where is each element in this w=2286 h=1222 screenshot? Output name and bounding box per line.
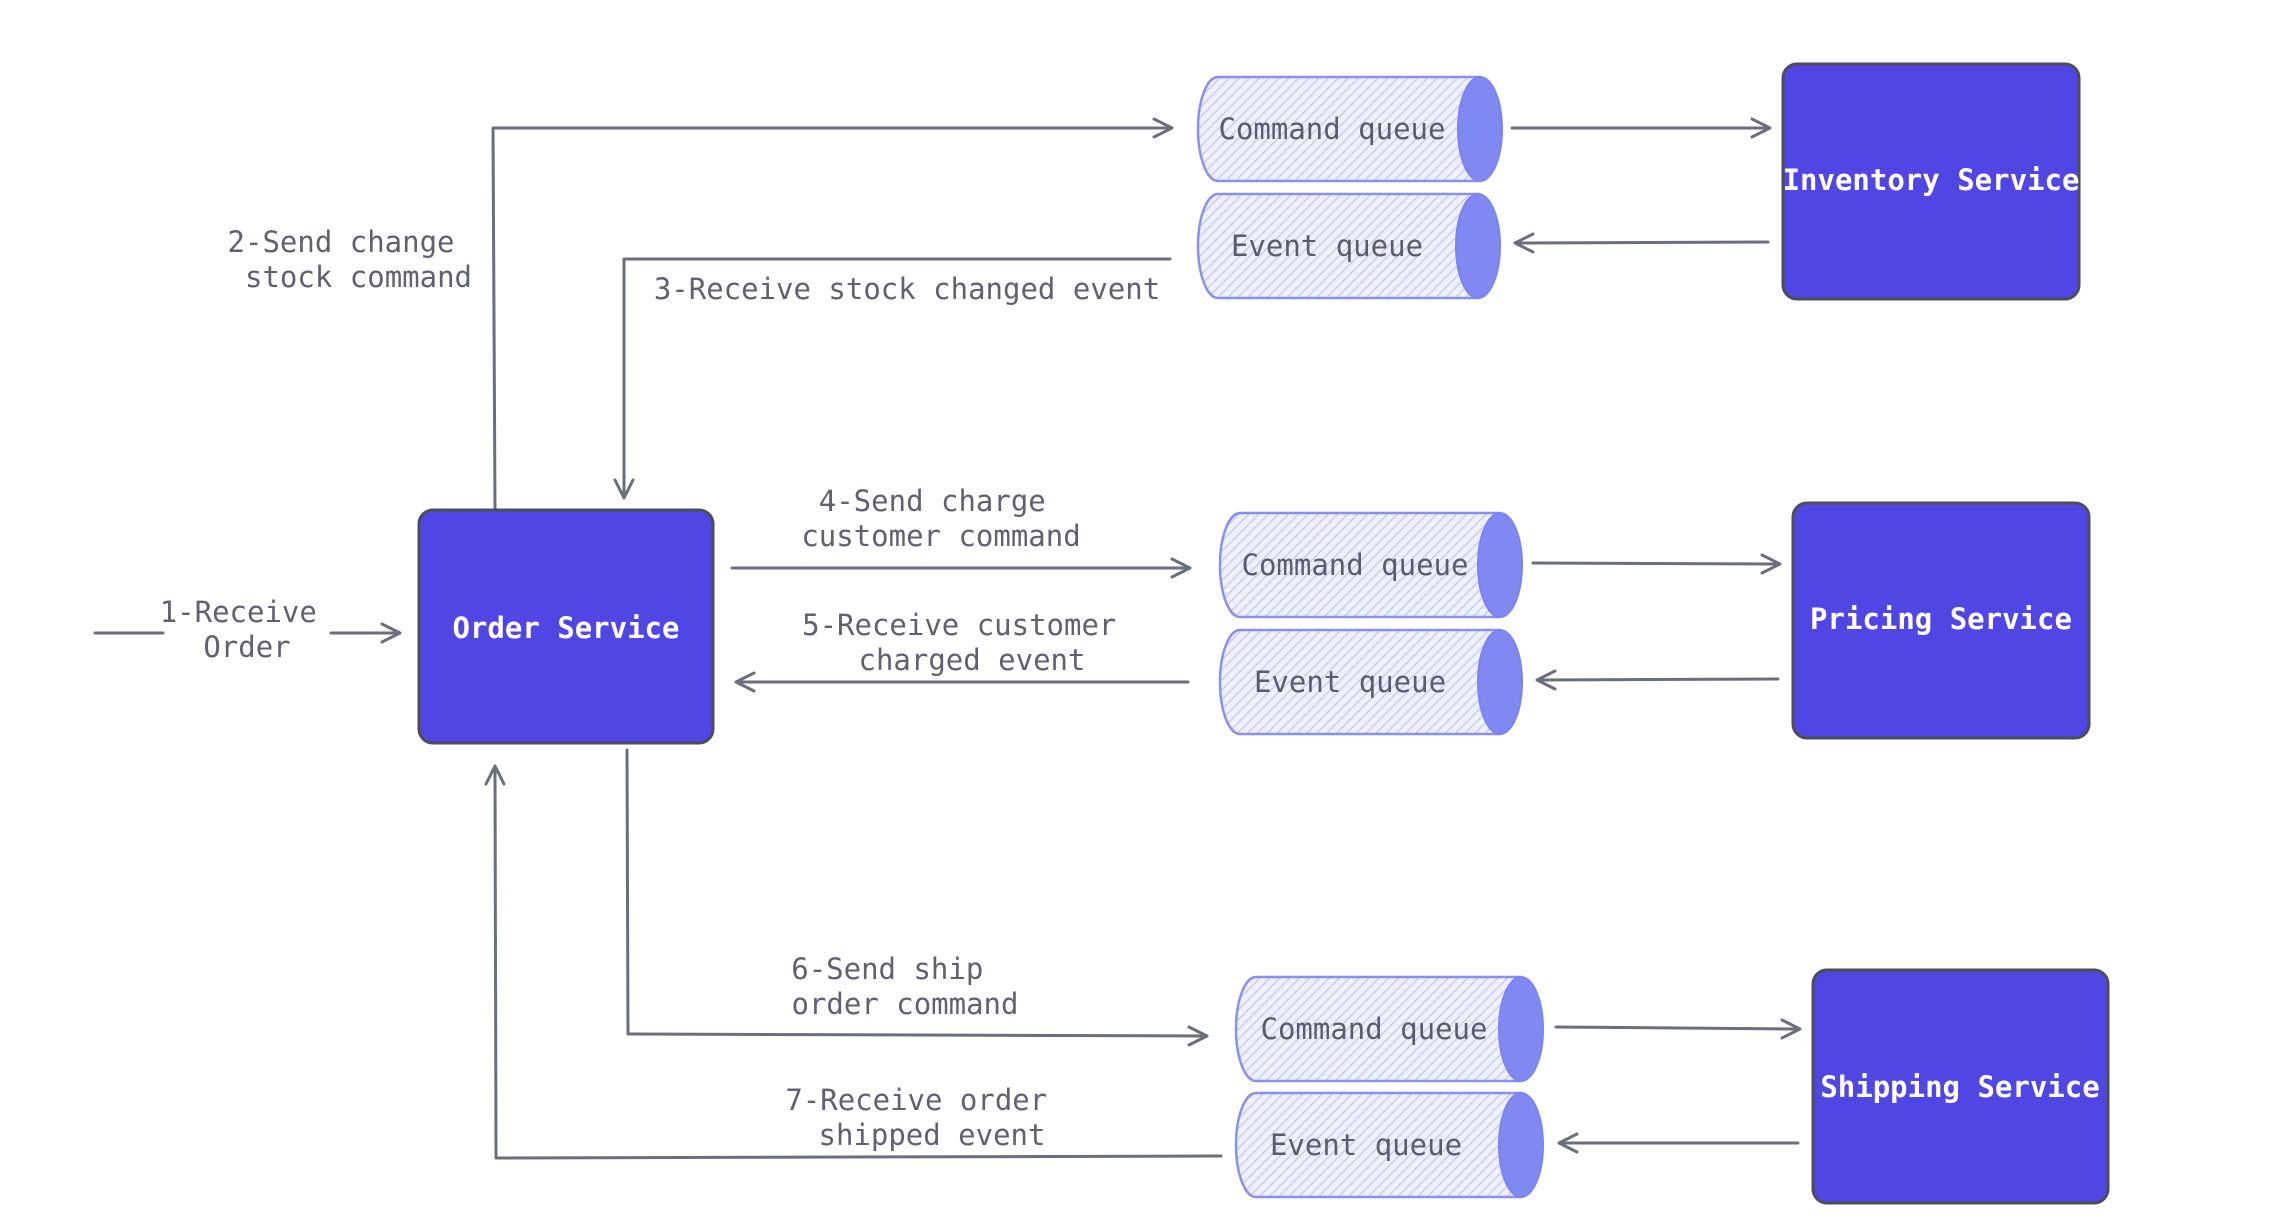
arrowhead: [1152, 117, 1174, 139]
arrowhead: [1780, 1018, 1802, 1040]
pricing-event-queue: Event queue: [1218, 628, 1523, 736]
shipping-command-queue: Command queue: [1234, 975, 1544, 1083]
arrowhead: [1170, 557, 1192, 579]
step-6-label: 6-Send ship order command: [791, 952, 1018, 1021]
edge-send-change-stock: [491, 126, 1172, 510]
queue-label: Command queue: [1242, 548, 1469, 582]
edge-pricing-service-to-event: [1537, 677, 1780, 682]
step-3-label: 3-Receive stock changed event: [654, 272, 1160, 306]
queue-label: Command queue: [1261, 1012, 1488, 1046]
queue-label: Event queue: [1231, 229, 1423, 263]
step-5-label: 5-Receive customer charged event: [802, 608, 1134, 677]
step-2-label: 2-Send change stock command: [228, 225, 472, 294]
inventory-command-queue: Command queue: [1196, 75, 1503, 183]
arrowheads: [380, 117, 1802, 1154]
service-label: Pricing Service: [1810, 602, 2072, 636]
arrowhead: [1535, 669, 1557, 691]
edge-send-ship-order: [625, 748, 1207, 1038]
edge-receive-stock-changed: [622, 257, 1172, 498]
inventory-service: Inventory Service: [1781, 62, 2081, 301]
arrowhead: [1187, 1025, 1209, 1047]
queue-label: Event queue: [1270, 1128, 1462, 1162]
services: Order Service Inventory Service Pricing …: [417, 62, 2110, 1205]
order-service: Order Service: [417, 508, 715, 745]
arrowhead: [613, 478, 635, 500]
pricing-command-queue: Command queue: [1218, 511, 1523, 619]
queue-label: Event queue: [1254, 665, 1446, 699]
inventory-event-queue: Event queue: [1196, 192, 1501, 300]
queue-label: Command queue: [1219, 112, 1446, 146]
edge-pricing-command-to-service: [1531, 561, 1780, 566]
arrowhead: [484, 764, 506, 786]
step-labels: 1-Receive Order 2-Send change stock comm…: [160, 225, 1160, 1152]
service-label: Inventory Service: [1783, 163, 2080, 197]
arrowhead: [734, 671, 756, 693]
arrowhead: [380, 622, 402, 644]
service-label: Order Service: [453, 611, 680, 645]
edge-receive-order-shipped: [493, 766, 1223, 1160]
arrowhead: [1760, 553, 1782, 575]
step-1-label: 1-Receive Order: [160, 595, 335, 664]
edge-shipping-command-to-service: [1554, 1025, 1800, 1031]
edges: [93, 126, 1800, 1160]
step-4-label: 4-Send charge customer command: [801, 484, 1080, 553]
arrowhead: [1750, 117, 1772, 139]
step-7-label: 7-Receive order shipped event: [785, 1083, 1064, 1152]
arrowhead: [1513, 232, 1535, 254]
arrowhead: [1557, 1132, 1579, 1154]
shipping-event-queue: Event queue: [1234, 1091, 1544, 1199]
edge-inventory-service-to-event: [1515, 240, 1770, 245]
service-label: Shipping Service: [1820, 1070, 2099, 1104]
pricing-service: Pricing Service: [1791, 501, 2091, 740]
queues: Command queue Event queue Command queue …: [1196, 75, 1544, 1199]
shipping-service: Shipping Service: [1811, 968, 2110, 1205]
